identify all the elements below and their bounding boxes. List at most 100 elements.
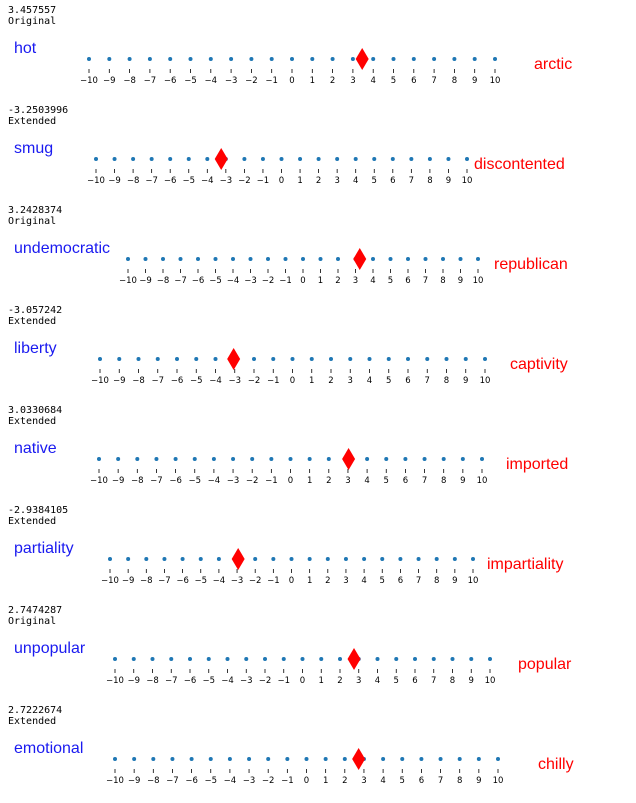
tick-label: 2: [335, 276, 340, 286]
tick-label: −7: [145, 176, 158, 186]
axis-dot: [304, 757, 309, 761]
left-word-label: emotional: [14, 740, 84, 757]
right-word-label: discontented: [474, 156, 565, 173]
tick-label: −8: [146, 676, 159, 686]
axis-dot: [266, 257, 270, 261]
tick-label: 8: [457, 776, 462, 786]
tick-label: 1: [318, 276, 323, 286]
axis-dot: [476, 257, 480, 261]
tick-label: −2: [262, 276, 275, 286]
axis-dot: [465, 157, 469, 161]
axis-dot: [263, 657, 267, 661]
axis-dot: [150, 657, 155, 661]
left-word-label: hot: [14, 40, 37, 57]
axis-dot: [307, 557, 312, 561]
axis-dot: [269, 57, 274, 61]
axis-dot: [476, 757, 481, 761]
axis-dot: [423, 257, 428, 261]
axis-dot: [493, 57, 497, 61]
tick-label: 10: [490, 76, 501, 86]
tick-label: −7: [166, 776, 179, 786]
tick-label: 5: [380, 576, 385, 586]
axis-dot: [94, 157, 98, 161]
axis-dot: [394, 657, 399, 661]
axis-dot: [425, 357, 430, 361]
axis-dot: [162, 557, 167, 561]
tick-label: 3: [356, 676, 361, 686]
tick-label: 10: [480, 376, 491, 386]
axis-dot: [253, 557, 258, 561]
tick-label: −6: [164, 176, 177, 186]
tick-label: −4: [201, 176, 214, 186]
tick-label: 1: [310, 76, 315, 86]
tick-label: −5: [202, 676, 215, 686]
tick-label: 0: [290, 376, 295, 386]
tick-label: 10: [462, 176, 473, 186]
tick-label: 7: [431, 76, 436, 86]
tick-label: 10: [473, 276, 484, 286]
tick-label: 3: [348, 376, 353, 386]
tick-label: −4: [205, 76, 218, 86]
axis-dot: [290, 57, 294, 61]
tick-label: −2: [249, 576, 262, 586]
right-word-label: imported: [506, 456, 569, 473]
tick-label: 2: [330, 76, 335, 86]
axis-dot: [173, 457, 178, 461]
value-marker: [231, 548, 245, 570]
axis-dot: [381, 757, 386, 761]
axis-dot: [403, 457, 408, 461]
axis-dot: [388, 257, 393, 261]
axis-dot: [170, 757, 175, 761]
axis-dot: [269, 457, 274, 461]
tick-label: 5: [384, 476, 389, 486]
tick-label: 2: [328, 376, 333, 386]
axis-dot: [441, 457, 446, 461]
axis-dot: [325, 557, 330, 561]
tick-label: −7: [151, 376, 164, 386]
tick-label: −9: [103, 76, 116, 86]
axis-dot: [384, 457, 389, 461]
axis-dot: [336, 257, 340, 261]
tick-label: −10: [90, 476, 108, 486]
tick-label: −5: [194, 576, 207, 586]
axis-dot: [471, 557, 475, 561]
axis-dot: [400, 757, 405, 761]
axis-dot: [288, 457, 293, 461]
tick-label: −2: [262, 776, 275, 786]
tick-label: 4: [353, 176, 358, 186]
value-marker: [347, 648, 361, 670]
axis-dot: [398, 557, 403, 561]
axis-dot: [452, 557, 457, 561]
tick-label: 2: [316, 176, 321, 186]
axis-dot: [87, 57, 91, 61]
axis-dot: [446, 157, 451, 161]
tick-label: 10: [493, 776, 504, 786]
left-word-label: liberty: [14, 340, 57, 357]
tick-label: 1: [307, 576, 312, 586]
axis-dot: [147, 57, 152, 61]
axis-dot: [213, 257, 218, 261]
axis-dot: [488, 657, 492, 661]
tick-label: −8: [140, 576, 153, 586]
tick-label: −4: [213, 576, 226, 586]
tick-label: 3: [353, 276, 358, 286]
axis-dot: [452, 57, 457, 61]
axis-dot: [307, 457, 312, 461]
tick-label: 8: [427, 176, 432, 186]
tick-label: 8: [440, 276, 445, 286]
tick-label: −7: [150, 476, 163, 486]
tick-label: 6: [405, 276, 410, 286]
axis-dot: [127, 57, 132, 61]
tick-label: 9: [463, 376, 468, 386]
score-value: 3.457557: [8, 5, 57, 16]
tick-label: −9: [128, 776, 141, 786]
tick-label: 3: [361, 776, 366, 786]
axis-dot: [131, 157, 136, 161]
tick-label: −8: [157, 276, 170, 286]
axis-dot: [208, 57, 213, 61]
tick-label: −5: [209, 276, 222, 286]
value-marker: [342, 448, 356, 470]
